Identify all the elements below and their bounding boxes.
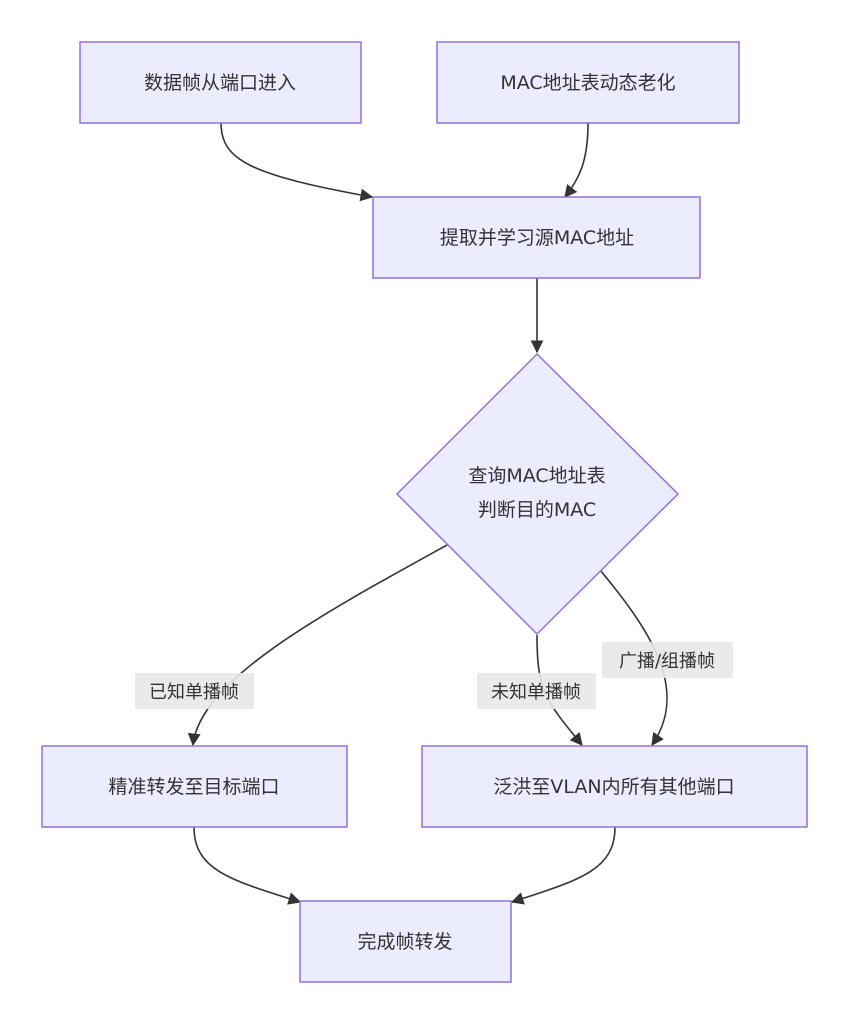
edge-lookup-to-forward: [187, 544, 448, 747]
svg-text:广播/组播帧: 广播/组播帧: [619, 651, 715, 672]
node-ingress[interactable]: 数据帧从端口进入: [79, 41, 362, 124]
edge-label-broadcast-multicast: 广播/组播帧: [602, 642, 733, 678]
node-lookup-decision[interactable]: 查询MAC地址表 判断目的MAC: [395, 352, 680, 636]
node-flood-label: 泛洪至VLAN内所有其他端口: [493, 776, 734, 798]
edge-ingress-to-learn: [220, 122, 374, 202]
edge-flood-to-done: [510, 826, 616, 905]
node-learn-label: 提取并学习源MAC地址: [440, 227, 634, 249]
node-learn[interactable]: 提取并学习源MAC地址: [372, 196, 701, 279]
edge-aging-to-learn: [564, 122, 589, 199]
svg-text:未知单播帧: 未知单播帧: [491, 682, 581, 703]
node-forward-label: 精准转发至目标端口: [108, 776, 279, 798]
svg-text:已知单播帧: 已知单播帧: [149, 682, 239, 703]
node-lookup-label-line2: 判断目的MAC: [478, 499, 596, 521]
edge-label-unknown-unicast: 未知单播帧: [477, 673, 596, 709]
node-ingress-label: 数据帧从端口进入: [144, 72, 296, 94]
node-aging[interactable]: MAC地址表动态老化: [436, 41, 740, 124]
node-aging-label: MAC地址表动态老化: [500, 72, 675, 94]
node-flood[interactable]: 泛洪至VLAN内所有其他端口: [421, 745, 808, 828]
node-lookup-label-line1: 查询MAC地址表: [468, 465, 605, 487]
node-done[interactable]: 完成帧转发: [299, 900, 512, 983]
edge-forward-to-done: [193, 826, 302, 905]
node-forward[interactable]: 精准转发至目标端口: [41, 745, 348, 828]
edge-label-known-unicast: 已知单播帧: [135, 673, 254, 709]
node-done-label: 完成帧转发: [357, 931, 452, 953]
